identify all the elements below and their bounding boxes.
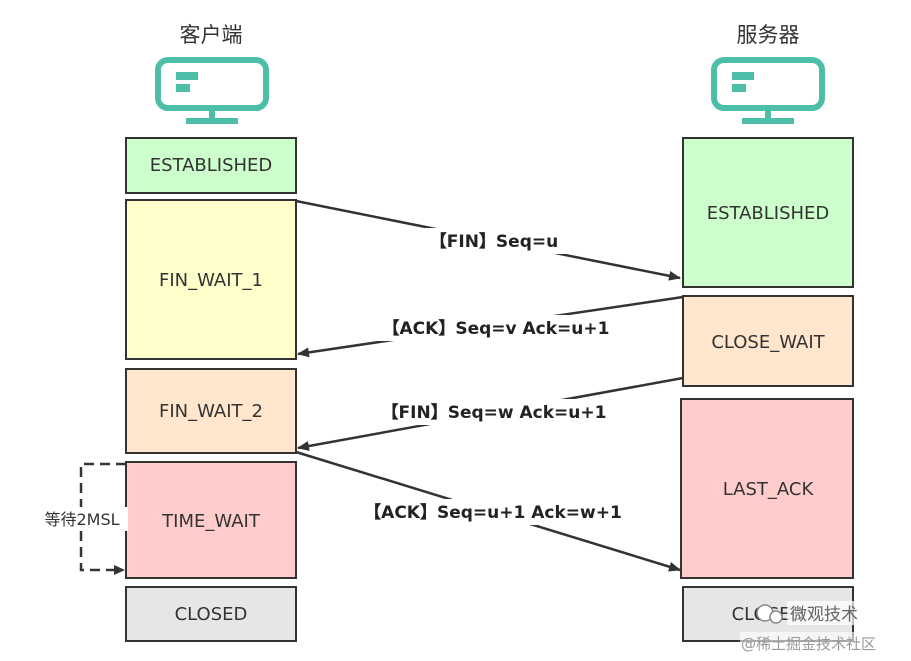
fin-label-bg-2 [372,399,616,425]
client-state-fin-wait-1-label: FIN_WAIT_1 [159,270,263,291]
client-state-established-label: ESTABLISHED [150,155,273,176]
server-state-established-label: ESTABLISHED [707,203,830,224]
ack-label-bg-2 [358,499,628,525]
fin-label-bg-1 [420,228,568,254]
server-state-close-wait: CLOSE_WAIT [682,295,854,387]
server-state-close-wait-label: CLOSE_WAIT [711,332,825,353]
server-monitor-icon [711,57,825,124]
client-state-time-wait-label: TIME_WAIT [161,511,261,532]
client-state-fin-wait-1: FIN_WAIT_1 [125,199,297,360]
server-title: 服务器 [737,23,800,47]
client-state-established: ESTABLISHED [125,137,297,194]
ack-message-2-label: 【ACK】Seq=u+1 Ack=w+1 [364,502,622,523]
watermark-sub: @稀土掘金技术社区 [741,635,876,653]
server-state-last-ack-label: LAST_ACK [723,479,815,500]
fin-message-1-label: 【FIN】Seq=u [430,231,558,252]
server-state-established: ESTABLISHED [682,137,854,288]
fin-message-2-label: 【FIN】Seq=w Ack=u+1 [382,402,607,423]
watermark: 微观技术 @稀土掘金技术社区 [740,601,908,654]
client-title: 客户端 [180,23,243,47]
watermark-bg [787,601,887,625]
ack-message-1-label: 【ACK】Seq=v Ack=u+1 [383,318,610,339]
watermark-main: 微观技术 [790,605,858,625]
wechat-icon-bubble [769,610,783,624]
client-state-closed: CLOSED [125,586,297,642]
client-state-fin-wait-2: FIN_WAIT_2 [125,368,297,454]
ack-label-bg-1 [374,315,618,341]
wait-label-bg [36,507,128,531]
client-state-closed-label: CLOSED [175,604,248,625]
client-state-time-wait: TIME_WAIT [125,461,297,579]
client-state-fin-wait-2-label: FIN_WAIT_2 [159,401,263,422]
wait-2msl-label: 等待2MSL [44,510,119,529]
watermark-sub-bg [740,632,908,654]
client-monitor-icon [155,57,269,124]
wait-2msl-arrowhead [114,565,125,575]
server-state-last-ack: LAST_ACK [680,398,854,579]
